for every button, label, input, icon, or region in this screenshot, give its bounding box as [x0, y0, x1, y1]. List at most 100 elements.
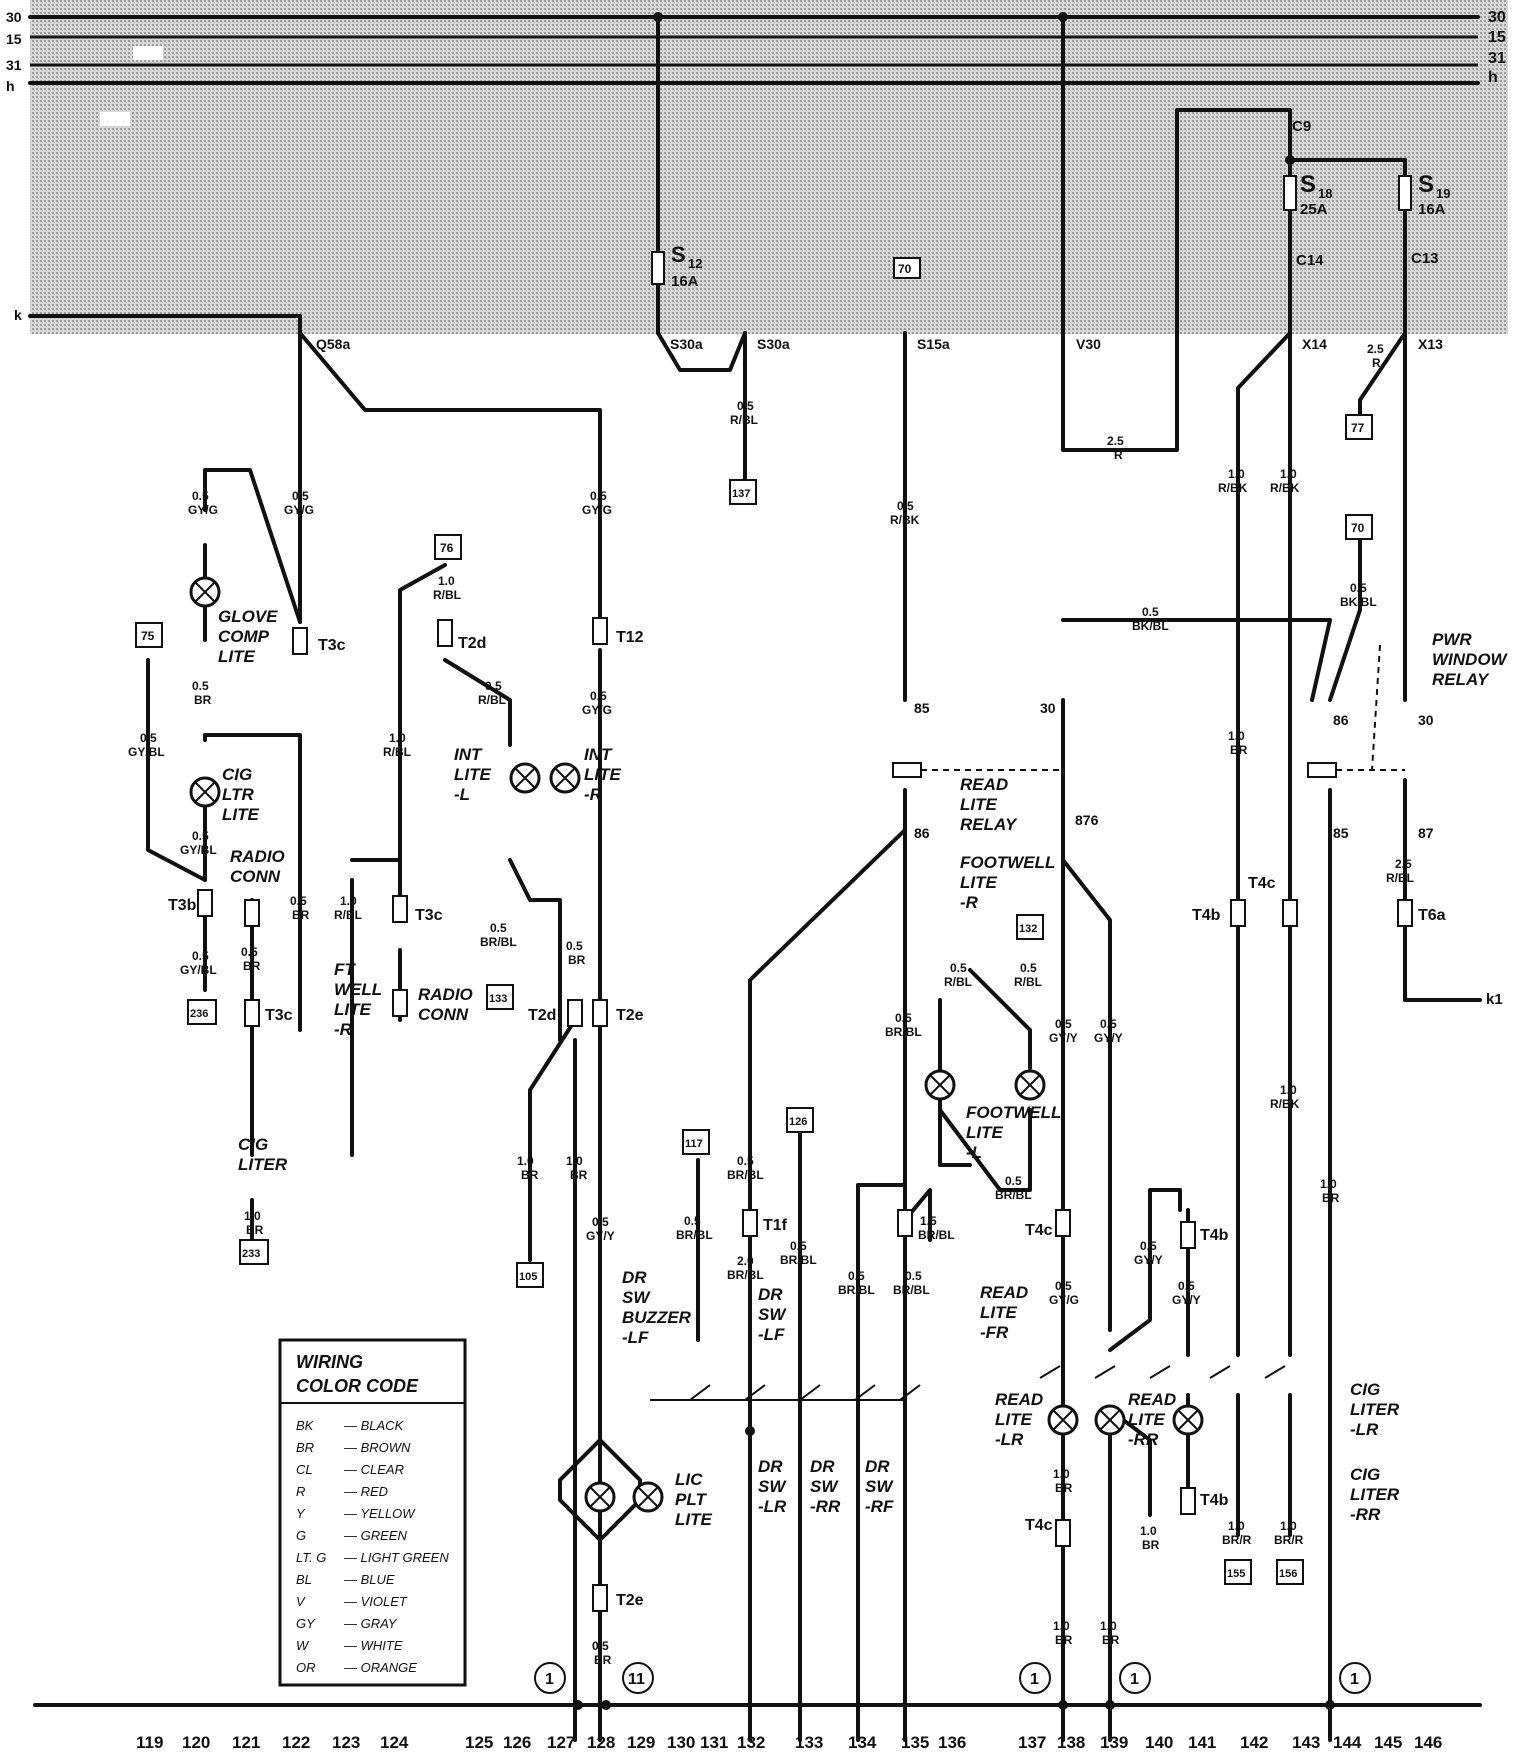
- svg-text:R/BK: R/BK: [1218, 481, 1248, 495]
- svg-text:T4b: T4b: [1200, 1227, 1229, 1244]
- svg-text:X13: X13: [1418, 336, 1443, 352]
- svg-text:CIG: CIG: [222, 765, 252, 784]
- svg-text:CONN: CONN: [418, 1005, 469, 1024]
- svg-text:1.0: 1.0: [1280, 467, 1297, 481]
- svg-text:CONN: CONN: [230, 867, 281, 886]
- svg-text:121: 121: [232, 1733, 260, 1752]
- svg-text:T3c: T3c: [265, 1007, 293, 1024]
- bulb-read-lr: [1047, 1404, 1079, 1436]
- svg-text:1.0: 1.0: [1100, 1619, 1117, 1633]
- wire-label: 0.5GY/Y: [1172, 1279, 1201, 1307]
- svg-text:0.5: 0.5: [566, 939, 583, 953]
- svg-text:16A: 16A: [1418, 201, 1446, 218]
- svg-text:142: 142: [1240, 1733, 1268, 1752]
- svg-text:T4b: T4b: [1192, 907, 1221, 924]
- svg-text:GY/BL: GY/BL: [180, 963, 217, 977]
- svg-text:BR: BR: [1322, 1191, 1340, 1205]
- label-read-lite-relay: READ LITE RELAY: [960, 775, 1018, 834]
- svg-text:0.5: 0.5: [241, 945, 258, 959]
- svg-text:— BLUE: — BLUE: [343, 1572, 395, 1587]
- svg-text:156: 156: [1279, 1568, 1297, 1580]
- wire-label: 0.5GY/G: [188, 489, 218, 517]
- wire-label: 0.5GY/Y: [1094, 1017, 1123, 1045]
- svg-text:C13: C13: [1411, 250, 1439, 267]
- svg-text:85: 85: [914, 700, 930, 716]
- svg-text:876: 876: [1075, 812, 1099, 828]
- svg-text:144: 144: [1333, 1733, 1362, 1752]
- legend-row: LT. G— LIGHT GREEN: [296, 1550, 449, 1565]
- svg-text:LITE: LITE: [675, 1510, 712, 1529]
- svg-text:LITE: LITE: [960, 795, 997, 814]
- svg-text:C14: C14: [1296, 252, 1324, 269]
- svg-text:R/BL: R/BL: [730, 413, 758, 427]
- wire-label: 0.5R/BL: [1014, 961, 1042, 989]
- svg-text:LTR: LTR: [222, 785, 255, 804]
- svg-text:0.5: 0.5: [1100, 1017, 1117, 1031]
- ground-1: 1: [1339, 1662, 1371, 1694]
- svg-text:1.0: 1.0: [566, 1154, 583, 1168]
- svg-text:BR/BL: BR/BL: [995, 1188, 1032, 1202]
- svg-text:DR: DR: [758, 1285, 783, 1304]
- svg-text:T2e: T2e: [616, 1592, 644, 1609]
- svg-text:BR: BR: [521, 1168, 539, 1182]
- wire-label: 1.5BR/BL: [918, 1214, 955, 1242]
- svg-text:BR/BL: BR/BL: [727, 1268, 764, 1282]
- svg-text:120: 120: [182, 1733, 210, 1752]
- svg-text:1.0: 1.0: [1228, 467, 1245, 481]
- svg-text:INT: INT: [454, 745, 483, 764]
- fuse-s19: S 19 16A: [1398, 171, 1450, 218]
- svg-text:S15a: S15a: [917, 336, 950, 352]
- read-lite-relay-coil: [892, 762, 922, 778]
- label-radio-conn-1: RADIO CONN: [230, 847, 285, 886]
- svg-text:25A: 25A: [1300, 201, 1328, 218]
- svg-text:BR: BR: [594, 1653, 612, 1667]
- wire-label: 0.5R/BL: [478, 679, 506, 707]
- svg-text:BR: BR: [570, 1168, 588, 1182]
- bulb-lic-plt-2: [632, 1481, 664, 1513]
- column-numbers: 119 120 121 122 123 124 125 126 127 128 …: [136, 1733, 1442, 1752]
- svg-text:128: 128: [587, 1733, 615, 1752]
- wire-label: 0.5GY/Y: [1049, 1017, 1078, 1045]
- label-cig-liter-rr: CIG LITER -RR: [1350, 1465, 1400, 1524]
- svg-text:119: 119: [136, 1733, 163, 1752]
- panel-white-mark-1: [133, 46, 163, 60]
- svg-text:S30a: S30a: [670, 336, 703, 352]
- svg-text:86: 86: [1333, 712, 1349, 728]
- svg-text:0.5: 0.5: [590, 489, 607, 503]
- svg-text:T2d: T2d: [458, 635, 486, 652]
- svg-text:BR: BR: [194, 693, 212, 707]
- wire-label: 0.5BR/BL: [995, 1174, 1032, 1202]
- wire-label: 0.5GY/Y: [1134, 1239, 1163, 1267]
- svg-text:-LR: -LR: [995, 1430, 1024, 1449]
- svg-text:LITE: LITE: [995, 1410, 1032, 1429]
- svg-text:-RR: -RR: [810, 1497, 841, 1516]
- svg-text:145: 145: [1374, 1733, 1402, 1752]
- svg-text:BR/BL: BR/BL: [838, 1283, 875, 1297]
- svg-text:129: 129: [627, 1733, 655, 1752]
- svg-text:19: 19: [1436, 186, 1450, 201]
- svg-text:— GRAY: — GRAY: [343, 1616, 398, 1631]
- svg-text:BR/BL: BR/BL: [918, 1228, 955, 1242]
- label-pwr-window-relay: PWR WINDOW RELAY: [1432, 630, 1509, 689]
- svg-text:OR: OR: [296, 1660, 316, 1675]
- label-cig-ltr-lite: CIG LTR LITE: [222, 765, 259, 824]
- wire-label: 0.5GY/BL: [180, 829, 217, 857]
- svg-text:GY/Y: GY/Y: [1172, 1293, 1201, 1307]
- panel-white-mark-2: [100, 112, 130, 126]
- svg-text:Q58a: Q58a: [316, 336, 350, 352]
- svg-text:-R: -R: [584, 785, 603, 804]
- wire-label: 0.5R/BL: [730, 399, 758, 427]
- wire-label: 0.5BR/BL: [885, 1011, 922, 1039]
- svg-text:BL: BL: [296, 1572, 312, 1587]
- svg-text:BR: BR: [1055, 1481, 1073, 1495]
- svg-text:0.5: 0.5: [905, 1269, 922, 1283]
- bus-labels-left: 30 15 31 h k: [6, 9, 22, 323]
- svg-text:1: 1: [1130, 1671, 1139, 1688]
- svg-text:GY/G: GY/G: [284, 503, 314, 517]
- svg-text:W: W: [296, 1638, 310, 1653]
- svg-text:GY/Y: GY/Y: [1134, 1253, 1163, 1267]
- label-dr-sw-rr: DR SW -RR: [810, 1457, 841, 1516]
- svg-text:R/BL: R/BL: [383, 745, 411, 759]
- svg-text:137: 137: [732, 488, 750, 500]
- label-footwell-lite-r: FOOTWELL LITE -R: [960, 853, 1055, 912]
